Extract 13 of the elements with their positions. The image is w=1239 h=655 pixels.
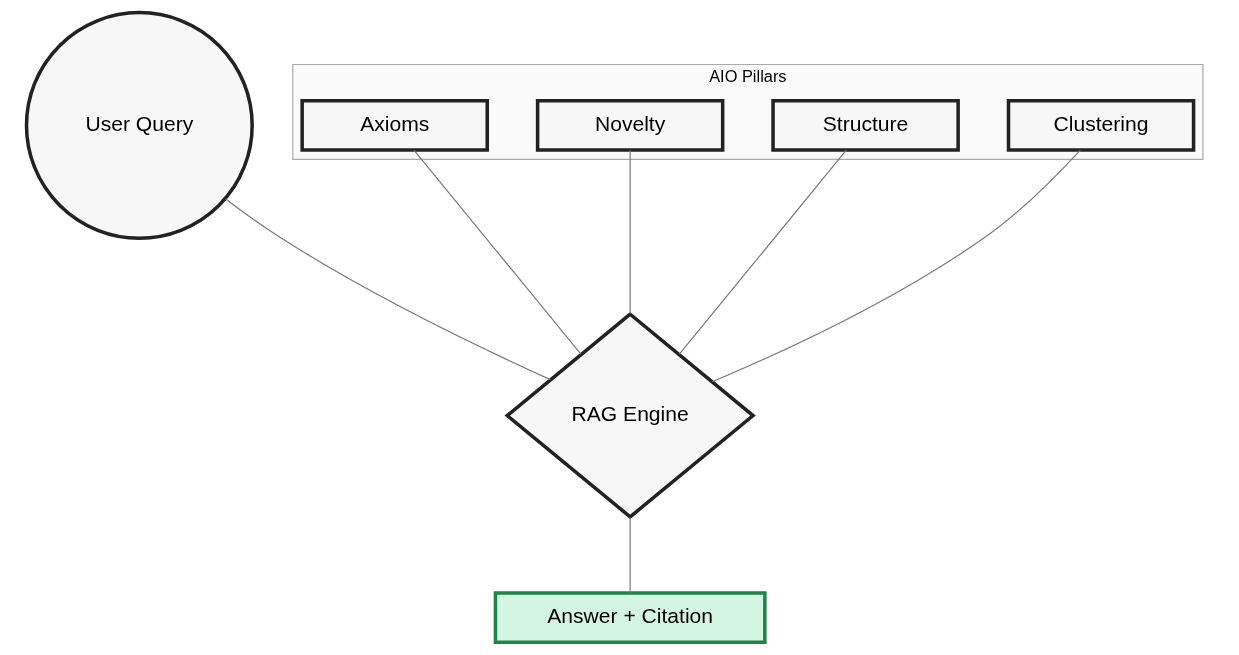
node-box: Axioms [300,99,489,152]
connector [629,516,631,594]
node-diamond: RAG Engine [504,311,756,520]
node-circle: User Query [24,10,254,241]
node-box: Answer + Citation [493,591,767,644]
connector [413,149,582,355]
connector [711,149,1081,383]
node-box: Structure [771,99,960,152]
node-box: Novelty [535,99,725,152]
node-box: Clustering [1006,99,1196,152]
connector [629,149,631,315]
connector [224,198,551,381]
connector [678,149,847,355]
